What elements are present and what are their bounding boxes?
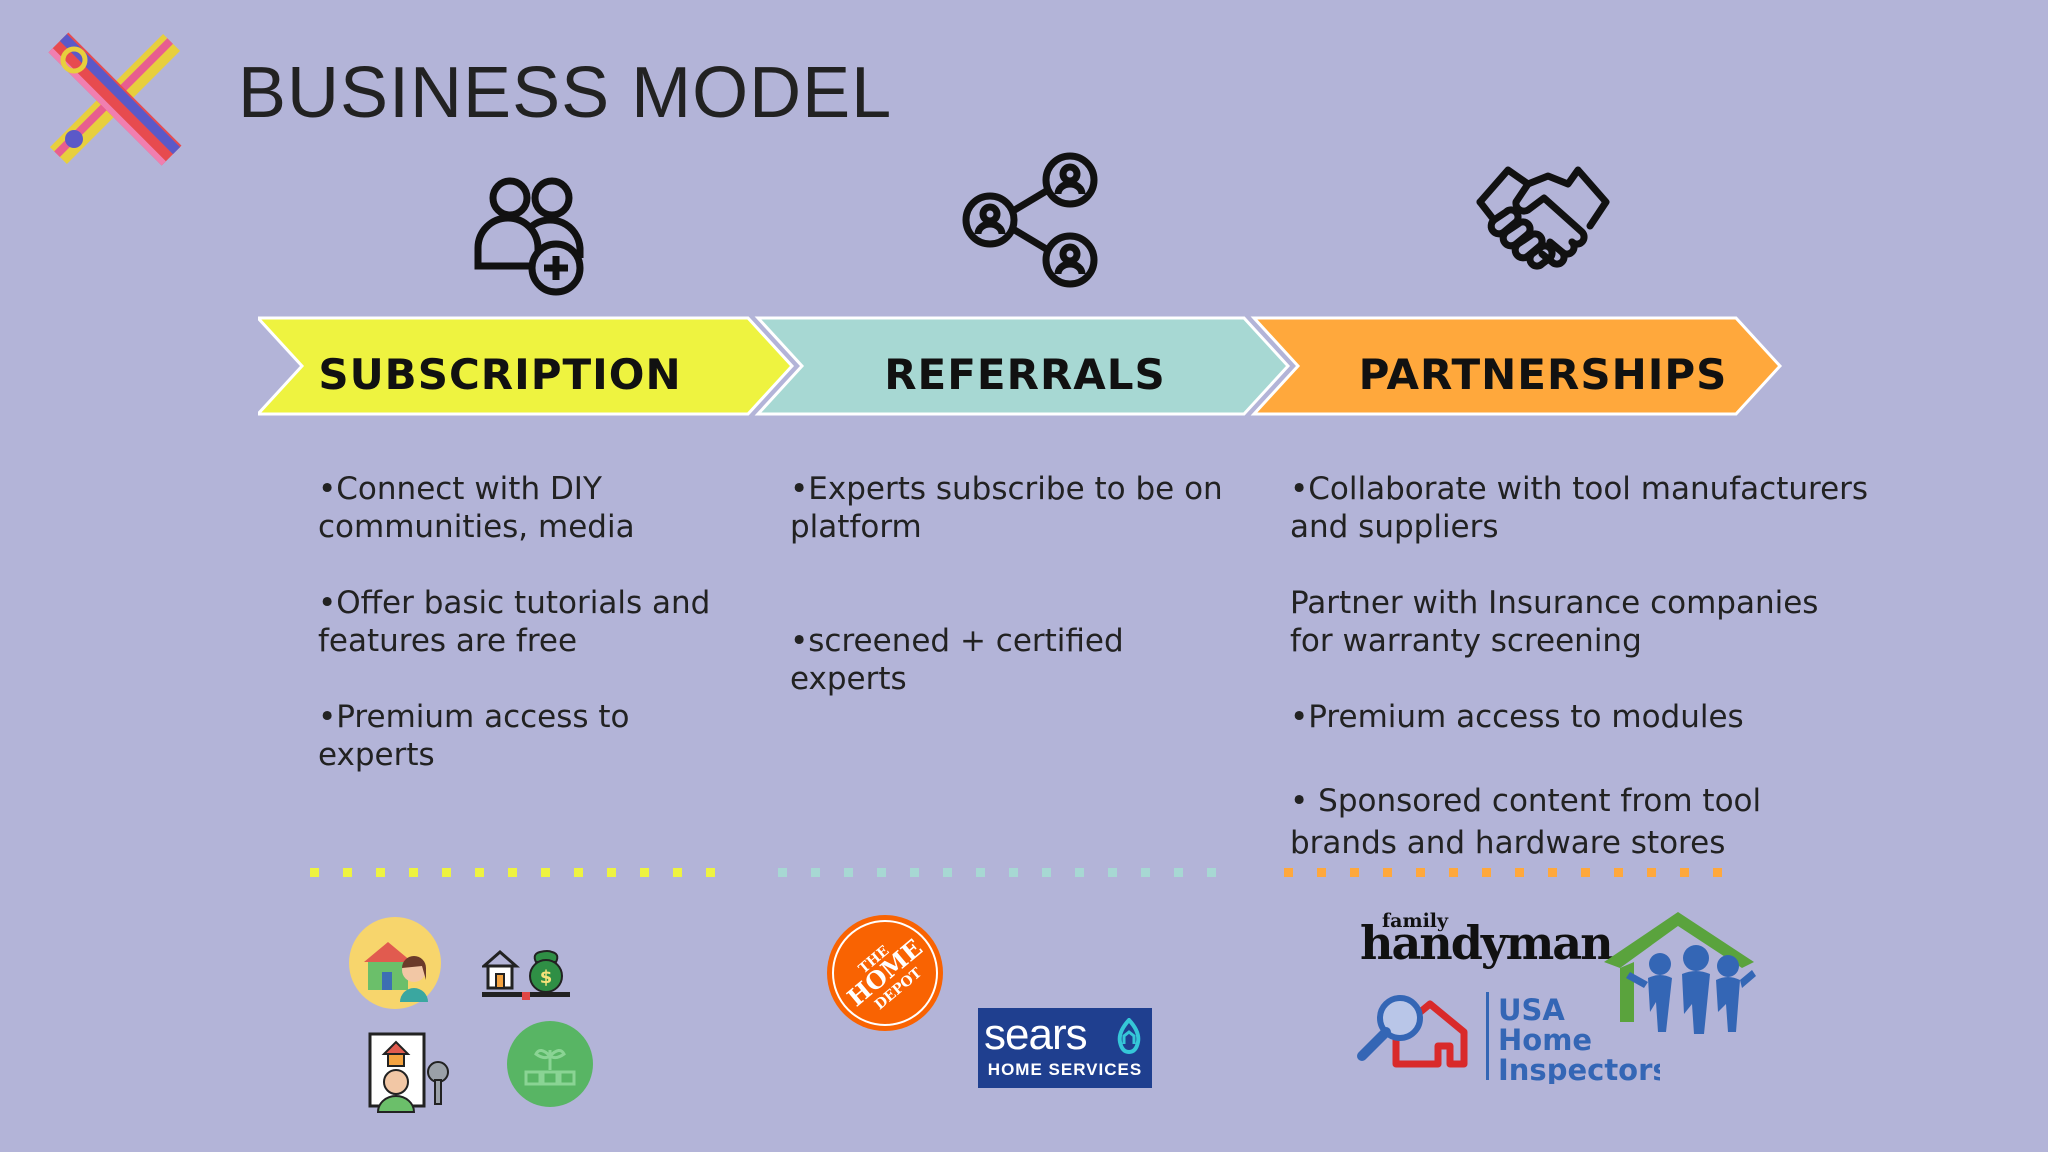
home-label: Home bbox=[1498, 1023, 1592, 1057]
divider-dot bbox=[1713, 868, 1722, 877]
divider-dot bbox=[910, 868, 919, 877]
divider-dot bbox=[1174, 868, 1183, 877]
divider-dot bbox=[310, 868, 319, 877]
list-item: •Premium access to modules bbox=[1290, 699, 1744, 735]
divider-dot bbox=[673, 868, 682, 877]
divider-dot bbox=[1141, 868, 1150, 877]
divider-dot bbox=[1581, 868, 1590, 877]
divider-dot bbox=[778, 868, 787, 877]
divider-dot bbox=[1009, 868, 1018, 877]
family-handyman-small: family bbox=[1382, 910, 1449, 932]
referrals-divider bbox=[778, 868, 1240, 877]
divider-dot bbox=[1317, 868, 1326, 877]
subscription-arrow bbox=[258, 316, 795, 416]
divider-dot bbox=[1108, 868, 1117, 877]
divider-dot bbox=[1207, 868, 1216, 877]
list-item: Partner with Insurance companies for war… bbox=[1290, 585, 1819, 659]
family-handyman-logo: family handyman bbox=[1360, 908, 1614, 970]
process-arrows bbox=[258, 316, 1783, 416]
divider-dot bbox=[1482, 868, 1491, 877]
divider-dot bbox=[1042, 868, 1051, 877]
list-item: • Sponsored content from tool brands and… bbox=[1290, 783, 1762, 861]
partnerships-divider bbox=[1284, 868, 1746, 877]
subscription-divider bbox=[310, 868, 739, 877]
partnerships-list: •Collaborate with tool manufacturers and… bbox=[1290, 470, 1870, 864]
divider-dot bbox=[1416, 868, 1425, 877]
divider-dot bbox=[442, 868, 451, 877]
list-item: •screened + certified experts bbox=[790, 623, 1124, 697]
divider-dot bbox=[475, 868, 484, 877]
divider-dot bbox=[1075, 868, 1084, 877]
divider-dot bbox=[1383, 868, 1392, 877]
family-handyman-big: handyman bbox=[1360, 916, 1614, 970]
referrals-label: REFERRALS bbox=[884, 350, 1166, 399]
divider-dot bbox=[607, 868, 616, 877]
family-house-icon bbox=[1604, 912, 1756, 1034]
divider-dot bbox=[943, 868, 952, 877]
sears-wordmark: sears bbox=[984, 1010, 1088, 1059]
house-money-icon: $ bbox=[482, 950, 570, 1000]
divider-dot bbox=[640, 868, 649, 877]
divider-dot bbox=[844, 868, 853, 877]
divider-dot bbox=[409, 868, 418, 877]
brand-logo bbox=[48, 32, 182, 166]
home-owner-icon bbox=[349, 917, 441, 1009]
growth-icon bbox=[507, 1021, 593, 1107]
divider-dot bbox=[1680, 868, 1689, 877]
divider-dot bbox=[376, 868, 385, 877]
partnerships-label: PARTNERSHIPS bbox=[1358, 350, 1728, 399]
divider-dot bbox=[1548, 868, 1557, 877]
handshake-icon bbox=[1476, 166, 1610, 270]
divider-dot bbox=[343, 868, 352, 877]
divider-dot bbox=[1284, 868, 1293, 877]
list-item: •Connect with DIY communities, media bbox=[318, 471, 635, 545]
divider-dot bbox=[706, 868, 715, 877]
divider-dot bbox=[541, 868, 550, 877]
sears-subtitle: HOME SERVICES bbox=[987, 1060, 1143, 1079]
referrals-arrow bbox=[754, 316, 1291, 416]
agent-key-icon bbox=[368, 1032, 449, 1113]
divider-dot bbox=[1647, 868, 1656, 877]
subscription-list: •Connect with DIY communities, media •Of… bbox=[318, 470, 738, 774]
divider-dot bbox=[811, 868, 820, 877]
list-item: •Experts subscribe to be on platform bbox=[790, 471, 1223, 545]
usa-home-inspectors-logo: USA Home Inspectors bbox=[1357, 992, 1660, 1084]
inspectors-label: Inspectors bbox=[1498, 1053, 1660, 1084]
divider-dot bbox=[1350, 868, 1359, 877]
list-item: •Premium access to experts bbox=[318, 699, 630, 773]
home-depot-logo: THE HOME DEPOT bbox=[827, 915, 943, 1031]
sears-house-icon bbox=[1117, 1018, 1141, 1054]
referrals-list: •Experts subscribe to be on platform •sc… bbox=[790, 470, 1230, 698]
usa-label: USA bbox=[1498, 993, 1565, 1027]
share-network-icon bbox=[962, 152, 1098, 288]
add-user-icon bbox=[474, 177, 584, 296]
list-item: •Collaborate with tool manufacturers and… bbox=[1290, 471, 1869, 545]
list-item: •Offer basic tutorials and features are … bbox=[318, 585, 711, 659]
page-title: BUSINESS MODEL bbox=[238, 53, 893, 133]
divider-dot bbox=[574, 868, 583, 877]
divider-dot bbox=[976, 868, 985, 877]
divider-dot bbox=[1614, 868, 1623, 877]
divider-dot bbox=[1449, 868, 1458, 877]
subscription-label: SUBSCRIPTION bbox=[318, 350, 682, 399]
partnerships-arrow bbox=[1250, 316, 1783, 416]
divider-dot bbox=[508, 868, 517, 877]
divider-dot bbox=[877, 868, 886, 877]
svg-text:$: $ bbox=[540, 967, 553, 988]
divider-dot bbox=[1515, 868, 1524, 877]
sears-logo: sears HOME SERVICES bbox=[978, 1008, 1152, 1088]
